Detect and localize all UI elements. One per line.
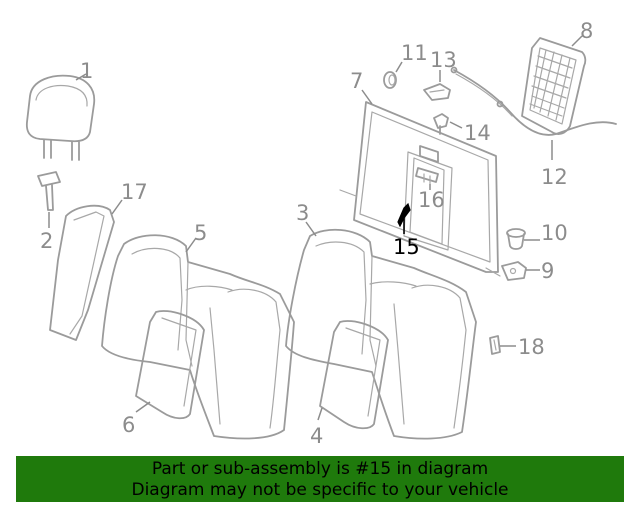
banner-line-1: Part or sub-assembly is #15 in diagram: [151, 459, 489, 479]
callout-6: 6: [122, 413, 135, 437]
callout-4-leader: [317, 407, 323, 421]
callout-5: 5: [194, 221, 207, 245]
info-banner: Part or sub-assembly is #15 in diagram D…: [16, 456, 624, 502]
callout-17: 17: [121, 180, 148, 204]
callout-7: 7: [350, 69, 363, 93]
banner-line-2: Diagram may not be specific to your vehi…: [131, 480, 509, 500]
mesh-panel-part: [521, 37, 587, 135]
callout-1: 1: [80, 59, 93, 83]
right-seatback-cover-part: [285, 228, 477, 440]
small-bracket-part: [489, 335, 501, 355]
cable-part: [450, 66, 617, 136]
right-armrest-part: [319, 320, 389, 430]
parts-diagram: 1 2 17 5 6 3: [25, 19, 617, 448]
callout-15: 15: [393, 235, 420, 259]
callout-14: 14: [464, 121, 491, 145]
callout-16: 16: [418, 188, 445, 212]
callout-12: 12: [541, 165, 568, 189]
callout-8: 8: [580, 19, 593, 43]
callout-6-leader: [135, 401, 151, 413]
callout-5-leader: [185, 237, 197, 253]
callout-11: 11: [401, 41, 428, 65]
side-trim-part: [49, 204, 115, 341]
headrest-part: [25, 74, 96, 161]
headrest-guide-part: [37, 171, 61, 211]
callout-3-leader: [305, 221, 317, 237]
callout-7-leader: [361, 89, 373, 105]
callout-8-leader: [571, 35, 583, 47]
callout-1-leader: [75, 73, 87, 81]
bushing-part: [506, 228, 526, 250]
callout-9: 9: [541, 259, 554, 283]
latch-button-part: [423, 83, 451, 101]
callout-14-leader: [449, 121, 463, 129]
left-armrest-part: [135, 310, 205, 420]
retainer-clip-part: [501, 261, 527, 281]
callout-4: 4: [310, 424, 323, 448]
callout-10: 10: [541, 221, 568, 245]
latch-bracket-part: [415, 167, 439, 185]
callout-2: 2: [40, 229, 53, 253]
left-seatback-cover-part: [101, 234, 295, 440]
callout-11-leader: [395, 61, 403, 73]
callout-17-leader: [111, 199, 123, 215]
callout-3: 3: [296, 201, 309, 225]
callout-18: 18: [518, 335, 545, 359]
bolt-part: [433, 113, 449, 135]
cap-part: [383, 71, 397, 89]
